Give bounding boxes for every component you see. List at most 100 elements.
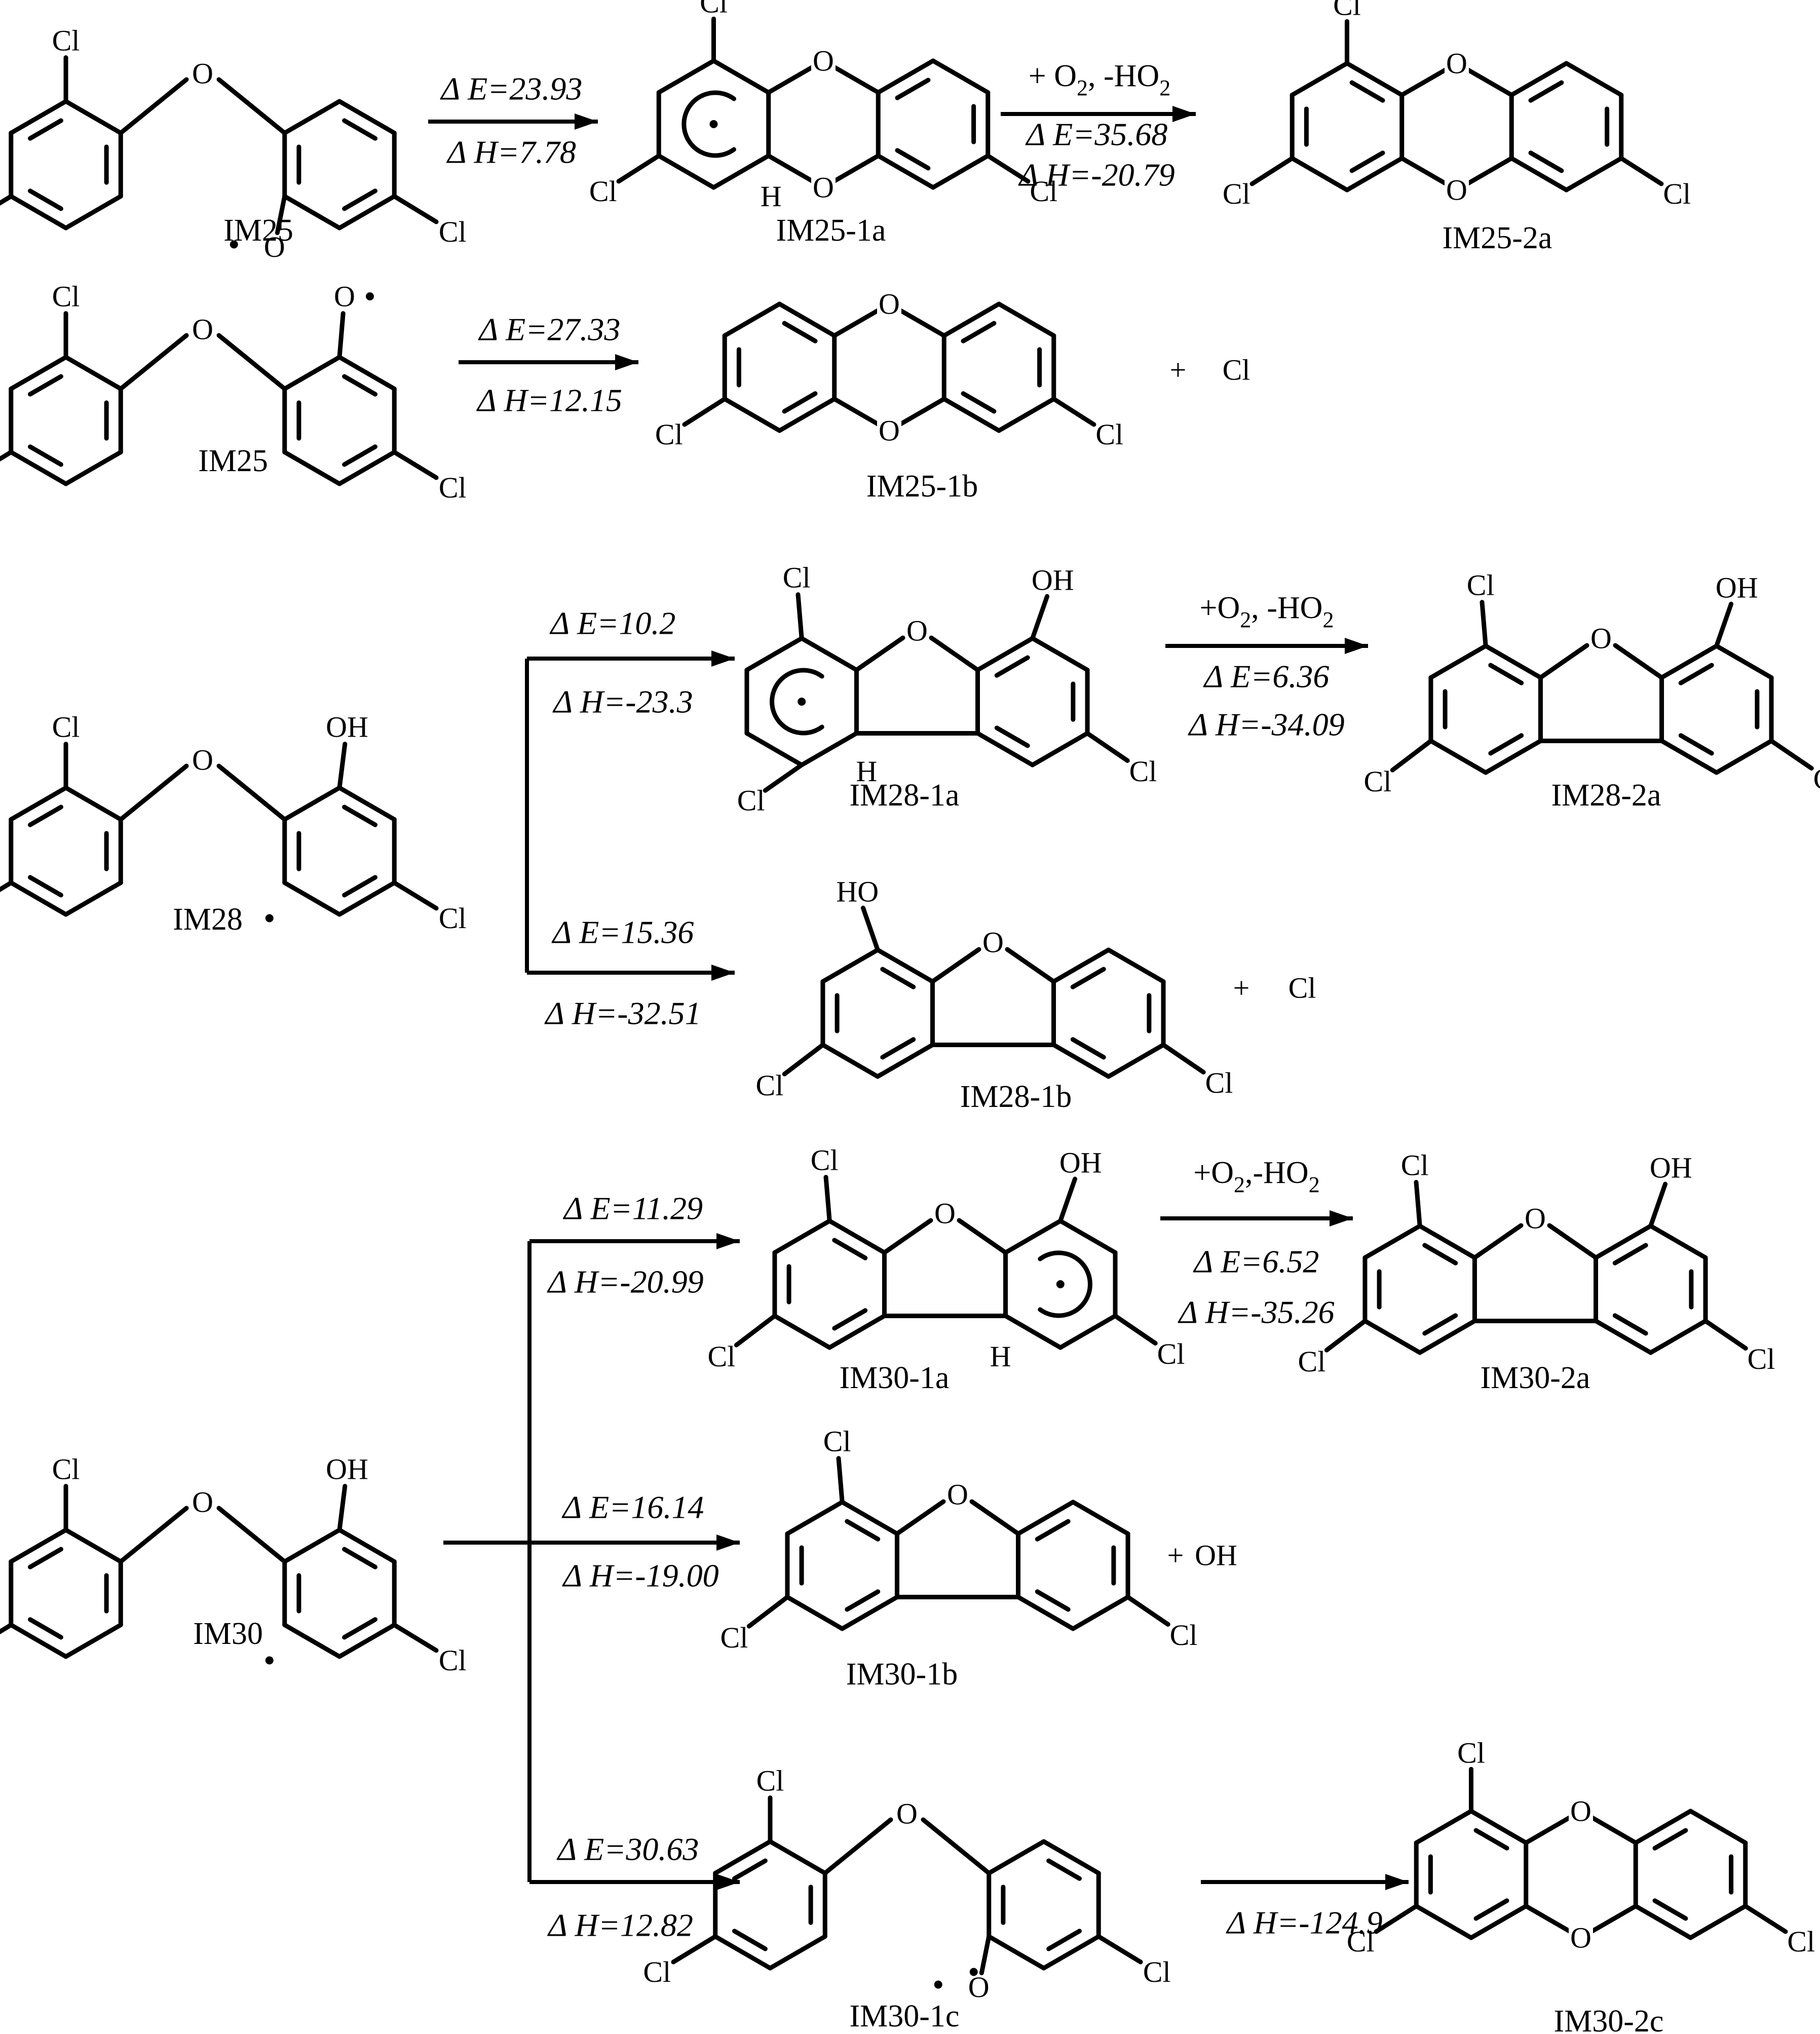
furan-bond bbox=[1613, 643, 1664, 680]
reaction-enthalpy: Δ H=-124.9 bbox=[1225, 1905, 1382, 1941]
ring-double-bond bbox=[832, 1238, 868, 1260]
hydroxyl-group: OH bbox=[326, 1453, 368, 1486]
arrow-r7 bbox=[529, 1233, 740, 1249]
ring-bond bbox=[820, 1043, 880, 1079]
ring-bond bbox=[337, 355, 397, 391]
ring-double-bond bbox=[28, 118, 63, 141]
ring-bond bbox=[711, 58, 771, 95]
ether-bond bbox=[216, 1506, 287, 1564]
substituent-bond bbox=[734, 1314, 777, 1348]
ring-bond bbox=[744, 636, 804, 672]
compound-label: IM30-2a bbox=[1481, 1361, 1590, 1395]
ring-bond bbox=[1417, 1223, 1477, 1260]
chlorine-atom: Cl bbox=[1223, 177, 1250, 210]
compound-label: IM28-1b bbox=[960, 1080, 1072, 1114]
ring-double-bond bbox=[782, 391, 818, 414]
chlorine-atom: Cl bbox=[1170, 1619, 1198, 1652]
ring-bond bbox=[941, 301, 1002, 338]
ring-double-bond bbox=[961, 321, 997, 343]
ring-bond bbox=[713, 1839, 773, 1875]
furan-oxygen: O bbox=[934, 1197, 956, 1230]
ring-bond bbox=[772, 1314, 832, 1350]
ring-bond bbox=[1714, 739, 1774, 775]
chlorine-atom: Cl bbox=[1030, 175, 1057, 208]
ring-double-bond bbox=[1488, 663, 1524, 685]
dioxin-oxygen: O bbox=[1570, 1795, 1591, 1828]
furan-oxygen: O bbox=[1525, 1202, 1546, 1235]
ring-double-bond bbox=[994, 725, 1030, 748]
chlorine-atom: Cl bbox=[1813, 762, 1820, 795]
ring-bond bbox=[975, 731, 1035, 767]
substituent-bond bbox=[682, 397, 727, 427]
compound-label: IM28-2a bbox=[1551, 778, 1661, 813]
energy-barrier: Δ E=35.68 bbox=[1025, 117, 1168, 152]
ring-bond bbox=[1417, 1319, 1477, 1355]
chlorine-atom: Cl bbox=[1333, 0, 1361, 22]
ring-bond bbox=[9, 355, 68, 391]
ring-double-bond bbox=[1528, 80, 1564, 103]
reaction-enthalpy: Δ H=-19.00 bbox=[561, 1558, 718, 1594]
substituent-bond bbox=[1480, 600, 1488, 648]
chlorine-atom: Cl bbox=[721, 1621, 748, 1654]
substituent-bond bbox=[392, 880, 439, 911]
chlorine-atom: Cl bbox=[439, 1644, 467, 1677]
ring-double-bond bbox=[1349, 80, 1385, 103]
substituent-bond bbox=[1085, 731, 1130, 763]
chlorine-atom: Cl bbox=[439, 471, 467, 504]
radical-center bbox=[1056, 1280, 1065, 1288]
oxygen-radical: O bbox=[968, 1971, 990, 2004]
ring-bond bbox=[799, 636, 859, 672]
ring-bond bbox=[777, 301, 837, 338]
substituent-bond bbox=[1161, 1043, 1206, 1074]
substituent-bond bbox=[782, 1043, 825, 1077]
chlorine-atom: Cl bbox=[1157, 1337, 1185, 1370]
hydroxyl-group: OH bbox=[1650, 1152, 1692, 1184]
dioxin-oxygen: O bbox=[879, 414, 900, 447]
chlorine-atom: Cl bbox=[1095, 418, 1123, 451]
ring-bond bbox=[1659, 643, 1719, 680]
ring-double-bond bbox=[782, 321, 818, 343]
furan-bond bbox=[854, 635, 905, 672]
ring-bond bbox=[1509, 156, 1569, 193]
ring-bond bbox=[1058, 1218, 1118, 1255]
ring-double-bond bbox=[28, 188, 63, 211]
radical-arc bbox=[1038, 1250, 1092, 1318]
ether-oxygen: O bbox=[896, 1797, 918, 1830]
substituent-bond bbox=[0, 194, 14, 206]
ring-bond bbox=[1688, 1904, 1748, 1940]
ring-bond bbox=[744, 731, 804, 767]
ring-bond bbox=[1041, 1934, 1101, 1971]
furan-bond bbox=[882, 1218, 933, 1255]
radical-dot bbox=[230, 240, 238, 249]
plus-sign: + bbox=[1170, 354, 1187, 387]
ring-double-bond bbox=[1612, 1243, 1648, 1265]
ring-bond bbox=[1714, 643, 1774, 680]
reaction-enthalpy: Δ H=-34.09 bbox=[1187, 707, 1344, 743]
ring-bond bbox=[1058, 1314, 1118, 1350]
ring-bond bbox=[1290, 156, 1349, 193]
ring-bond bbox=[876, 153, 936, 190]
arrow-r4 bbox=[527, 650, 735, 667]
ring-double-bond bbox=[845, 1519, 881, 1542]
chlorine-atom: Cl bbox=[439, 215, 467, 248]
ring-bond bbox=[1648, 1319, 1708, 1355]
ring-double-bond bbox=[1070, 1037, 1106, 1060]
ring-double-bond bbox=[342, 188, 377, 211]
reaction-enthalpy: Δ H=12.15 bbox=[476, 382, 622, 418]
furan-bond bbox=[929, 635, 980, 672]
substituent-bond bbox=[1703, 1319, 1748, 1351]
compound-label: IM25-2a bbox=[1443, 221, 1552, 255]
substituent-bond bbox=[1374, 1904, 1419, 1934]
ring-bond bbox=[1414, 1904, 1473, 1940]
substituent-bond bbox=[337, 311, 346, 360]
substituent-bond bbox=[746, 1595, 790, 1629]
ring-bond bbox=[987, 1934, 1046, 1971]
hydrogen-atom: H bbox=[856, 755, 878, 788]
ring-bond bbox=[875, 1043, 935, 1079]
ether-bond bbox=[118, 763, 189, 822]
chlorine-atom: Cl bbox=[1143, 1955, 1171, 1988]
